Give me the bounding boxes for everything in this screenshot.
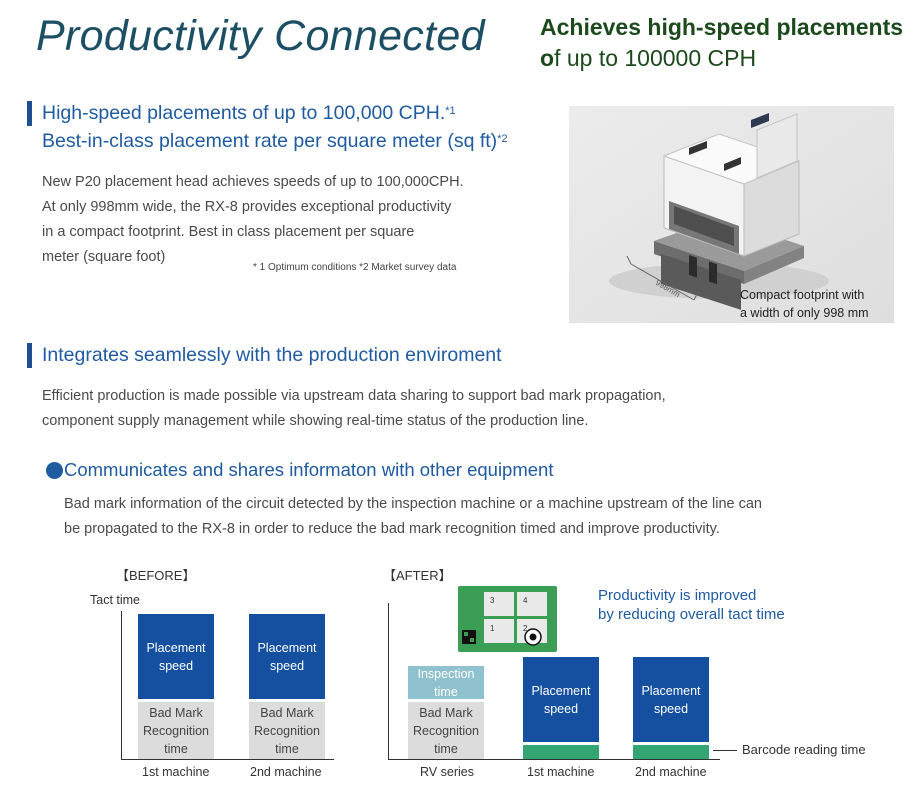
productivity-note-line1: Productivity is improved xyxy=(598,587,757,604)
section1-accent-bar xyxy=(27,101,32,126)
badmark-label-line1: Bad Mark xyxy=(419,705,473,720)
before-x-axis xyxy=(121,759,334,760)
photo-caption-line1: Compact footprint with xyxy=(740,288,865,302)
hero-heading-line2-rest: f up to 100000 CPH xyxy=(554,45,757,71)
after-m1-barcode-bar xyxy=(523,745,599,759)
hero-heading-line2-first: o xyxy=(540,45,555,71)
section3-body-line: be propagated to the RX-8 in order to re… xyxy=(64,521,720,537)
section2-title: Integrates seamlessly with the productio… xyxy=(42,344,502,366)
productivity-note: Productivity is improved by reducing ove… xyxy=(598,586,785,624)
section3-body: Bad mark information of the circuit dete… xyxy=(64,492,762,542)
placement-label-line2: speed xyxy=(653,701,689,716)
machine-photo: 998mm xyxy=(569,106,894,323)
photo-caption-line2: a width of only 998 mm xyxy=(740,306,869,320)
bullet-dot-icon xyxy=(46,462,63,479)
rv-series-label: RV series xyxy=(420,765,474,779)
after-y-axis xyxy=(388,603,389,760)
section1-title: High-speed placements of up to 100,000 C… xyxy=(42,99,508,155)
machine-illustration: 998mm xyxy=(569,106,894,323)
placement-label-line1: Placement xyxy=(641,683,701,698)
hero-heading: Achieves high-speed placements of up to … xyxy=(540,12,904,74)
placement-label-line1: Placement xyxy=(531,683,591,698)
after-machine2-label: 2nd machine xyxy=(635,765,707,779)
after-machine1-label: 1st machine xyxy=(527,765,595,779)
placement-label-line1: Placement xyxy=(257,640,317,655)
section2-body-line: component supply management while showin… xyxy=(42,413,589,429)
badmark-label-line3: time xyxy=(275,741,299,756)
badmark-label-line1: Bad Mark xyxy=(149,705,203,720)
section3-title: Communicates and shares informaton with … xyxy=(64,459,554,480)
section1-body-line: meter (square foot) xyxy=(42,249,166,265)
badmark-label-line1: Bad Mark xyxy=(260,705,314,720)
inspection-label-line2: time xyxy=(434,684,458,699)
before-label: 【BEFORE】 xyxy=(116,568,196,583)
productivity-note-line2: by reducing overall tact time xyxy=(598,606,785,623)
section1-title-line1: High-speed placements of up to 100,000 C… xyxy=(42,102,446,124)
section3-body-line: Bad mark information of the circuit dete… xyxy=(64,496,762,512)
after-m2-placement-bar: Placement speed xyxy=(633,657,709,742)
placement-label-line1: Placement xyxy=(146,640,206,655)
page-title: Productivity Connected xyxy=(36,12,485,60)
section1-body-line: At only 998mm wide, the RX-8 provides ex… xyxy=(42,199,452,215)
hero-heading-line1: Achieves high-speed placements xyxy=(540,14,904,40)
before-machine2-label: 2nd machine xyxy=(250,765,322,779)
after-m2-barcode-bar xyxy=(633,745,709,759)
badmark-label-line2: Recognition xyxy=(253,723,320,738)
after-m1-placement-bar: Placement speed xyxy=(523,657,599,742)
placement-label-line2: speed xyxy=(158,658,194,673)
section2-body-line: Efficient production is made possible vi… xyxy=(42,388,666,404)
inspection-label-line1: Inspection xyxy=(417,666,475,681)
hero-heading-line2: of up to 100000 CPH xyxy=(540,43,900,74)
section1-body-line: New P20 placement head achieves speeds o… xyxy=(42,174,464,190)
barcode-leader-line xyxy=(713,750,737,751)
placement-label-line2: speed xyxy=(543,701,579,716)
tact-time-axis-label: Tact time xyxy=(90,593,141,607)
after-x-axis xyxy=(388,759,720,760)
after-rv-inspection-bar: Inspection time xyxy=(408,666,484,699)
board-cell-1: 1 xyxy=(490,624,495,633)
section2-body: Efficient production is made possible vi… xyxy=(42,384,666,434)
badmark-label-line2: Recognition xyxy=(142,723,209,738)
barcode-reading-time-label: Barcode reading time xyxy=(742,742,866,757)
section1-body-line: in a compact footprint. Best in class pl… xyxy=(42,224,415,240)
section1-body: New P20 placement head achieves speeds o… xyxy=(42,170,464,270)
section1-sup1: *1 xyxy=(445,105,456,117)
badmark-label-line3: time xyxy=(164,741,188,756)
before-machine1-label: 1st machine xyxy=(142,765,210,779)
section2-accent-bar xyxy=(27,343,32,368)
circuit-board-icon: 3 4 1 2 xyxy=(458,586,557,652)
section1-title-line2: Best-in-class placement rate per square … xyxy=(42,130,498,152)
before-y-axis xyxy=(121,611,122,760)
board-cell-3: 3 xyxy=(490,596,495,605)
section1-sup2: *2 xyxy=(497,133,508,145)
badmark-label-line2: Recognition xyxy=(412,723,479,738)
placement-label-line2: speed xyxy=(269,658,305,673)
section1-footnote: * 1 Optimum conditions *2 Market survey … xyxy=(253,262,457,273)
before-m2-placement-bar: Placement speed xyxy=(249,614,325,699)
before-m1-placement-bar: Placement speed xyxy=(138,614,214,699)
photo-caption: Compact footprint with a width of only 9… xyxy=(740,286,869,322)
board-cell-2: 2 xyxy=(523,624,528,633)
badmark-label-line3: time xyxy=(434,741,458,756)
after-label: 【AFTER】 xyxy=(383,568,452,583)
board-cell-4: 4 xyxy=(523,596,528,605)
